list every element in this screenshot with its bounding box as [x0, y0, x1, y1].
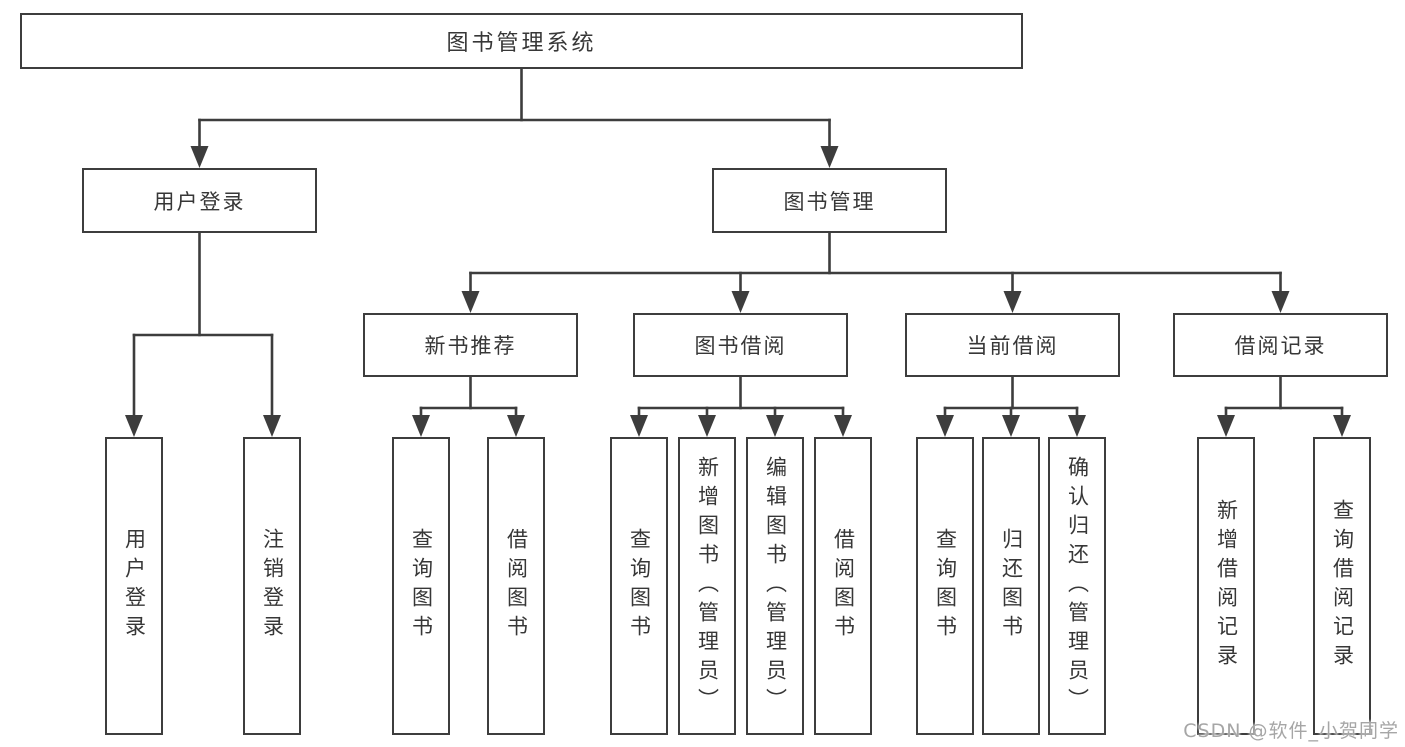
leaf-user-login: 用户登录 [105, 437, 163, 735]
arrow-down-icon [731, 291, 750, 313]
node-label: 用户登录 [122, 528, 147, 644]
node-label: 查询图书 [627, 528, 652, 644]
leaf-query-books-current: 查询图书 [916, 437, 974, 735]
leaf-confirm-return-admin: 确认归还（管理员） [1048, 437, 1106, 735]
node-label: 新书推荐 [424, 334, 517, 358]
node-current-borrowing: 当前借阅 [905, 313, 1120, 377]
node-book-borrowing: 图书借阅 [633, 313, 848, 377]
node-book-management: 图书管理 [712, 168, 947, 233]
leaf-add-books-admin: 新增图书（管理员） [678, 437, 736, 735]
arrow-down-icon [190, 146, 209, 168]
arrow-down-icon [125, 415, 143, 437]
node-label: 借阅图书 [504, 528, 529, 644]
node-label: 查询图书 [933, 528, 958, 644]
node-label: 归还图书 [999, 528, 1024, 644]
arrow-down-icon [766, 415, 784, 437]
node-label: 用户登录 [153, 189, 246, 214]
node-label: 查询借阅记录 [1330, 499, 1355, 673]
node-label: 编辑图书（管理员） [763, 455, 788, 717]
node-user-login: 用户登录 [82, 168, 317, 233]
leaf-add-borrow-record: 新增借阅记录 [1197, 437, 1255, 735]
arrow-down-icon [461, 291, 480, 313]
leaf-borrow-books-recommend: 借阅图书 [487, 437, 545, 735]
arrow-down-icon [1271, 291, 1290, 313]
leaf-query-borrow-record: 查询借阅记录 [1313, 437, 1371, 735]
arrow-down-icon [1003, 291, 1022, 313]
node-new-book-recommend: 新书推荐 [363, 313, 578, 377]
arrow-down-icon [1217, 415, 1235, 437]
node-label: 注销登录 [260, 528, 285, 644]
csdn-watermark: CSDN @软件_小贺同学 [1183, 720, 1399, 742]
arrow-down-icon [412, 415, 430, 437]
leaf-borrow-books: 借阅图书 [814, 437, 872, 735]
arrow-down-icon [698, 415, 716, 437]
leaf-edit-books-admin: 编辑图书（管理员） [746, 437, 804, 735]
arrow-down-icon [630, 415, 648, 437]
node-label: 查询图书 [409, 528, 434, 644]
node-label: 借阅记录 [1234, 334, 1327, 358]
node-label: 图书管理 [783, 189, 876, 214]
arrow-down-icon [936, 415, 954, 437]
arrow-down-icon [1002, 415, 1020, 437]
node-library-management-system: 图书管理系统 [20, 13, 1023, 69]
leaf-logout: 注销登录 [243, 437, 301, 735]
node-label: 借阅图书 [831, 528, 856, 644]
node-label: 新增借阅记录 [1214, 499, 1239, 673]
leaf-return-books: 归还图书 [982, 437, 1040, 735]
arrow-down-icon [820, 146, 839, 168]
leaf-query-books-borrowing: 查询图书 [610, 437, 668, 735]
node-borrowing-records: 借阅记录 [1173, 313, 1388, 377]
arrow-down-icon [1068, 415, 1086, 437]
leaf-query-books-recommend: 查询图书 [392, 437, 450, 735]
arrow-down-icon [1333, 415, 1351, 437]
arrow-down-icon [834, 415, 852, 437]
node-label: 新增图书（管理员） [695, 455, 720, 717]
arrow-down-icon [263, 415, 281, 437]
arrow-down-icon [507, 415, 525, 437]
node-label: 图书借阅 [694, 334, 787, 358]
node-label: 当前借阅 [966, 334, 1059, 358]
node-label: 确认归还（管理员） [1065, 455, 1090, 717]
node-label: 图书管理系统 [446, 31, 597, 56]
